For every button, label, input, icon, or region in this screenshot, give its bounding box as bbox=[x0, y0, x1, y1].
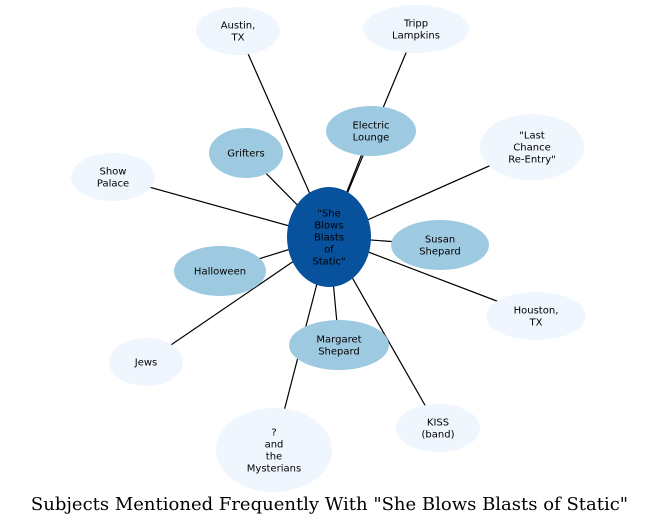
diagram-caption: Subjects Mentioned Frequently With "She … bbox=[30, 494, 629, 515]
node-ellipse-jews bbox=[109, 338, 183, 386]
node-ellipse-electric bbox=[326, 106, 416, 156]
node-label-houston: Houston, bbox=[514, 306, 559, 317]
node-label-center: Blasts bbox=[314, 233, 344, 244]
node-ellipse-susan bbox=[391, 220, 489, 270]
node-label-grifters: Grifters bbox=[227, 149, 264, 160]
node-label-susan: Shepard bbox=[419, 247, 461, 258]
node-label-halloween: Halloween bbox=[194, 267, 246, 278]
node-label-center: Static" bbox=[312, 257, 345, 268]
node-label-mysterians: ? bbox=[271, 428, 276, 439]
node-label-tripp: Lampkins bbox=[392, 31, 440, 42]
node-grifters: Grifters bbox=[209, 128, 283, 178]
node-label-austin: TX bbox=[231, 33, 245, 44]
node-label-center: of bbox=[324, 245, 334, 256]
node-ellipse-lastchance bbox=[480, 114, 584, 180]
node-label-kiss: KISS bbox=[427, 418, 449, 429]
node-ellipse-halloween bbox=[174, 246, 266, 296]
node-jews: Jews bbox=[109, 338, 183, 386]
node-ellipse-austin bbox=[196, 7, 280, 55]
node-ellipse-grifters bbox=[209, 128, 283, 178]
node-label-center: "She bbox=[317, 209, 340, 220]
node-label-showpalace: Palace bbox=[97, 179, 129, 190]
node-ellipse-tripp bbox=[363, 5, 469, 53]
node-layer: Austin,TXTrippLampkinsElectricLoungeGrif… bbox=[71, 5, 586, 492]
node-halloween: Halloween bbox=[174, 246, 266, 296]
node-label-jews: Jews bbox=[134, 358, 158, 369]
node-label-mysterians: Mysterians bbox=[247, 464, 301, 475]
node-label-mysterians: and bbox=[265, 440, 284, 451]
node-label-showpalace: Show bbox=[100, 167, 127, 178]
node-label-lastchance: "Last bbox=[519, 131, 545, 142]
node-ellipse-margaret bbox=[289, 320, 389, 370]
node-ellipse-kiss bbox=[396, 404, 480, 452]
node-label-kiss: (band) bbox=[422, 430, 455, 441]
node-label-electric: Electric bbox=[352, 121, 389, 132]
node-label-margaret: Margaret bbox=[316, 335, 361, 346]
node-label-susan: Susan bbox=[425, 235, 455, 246]
node-houston: Houston,TX bbox=[486, 292, 586, 340]
node-label-mysterians: the bbox=[266, 452, 282, 463]
node-label-austin: Austin, bbox=[221, 21, 256, 32]
node-label-electric: Lounge bbox=[353, 133, 390, 144]
node-ellipse-showpalace bbox=[71, 153, 155, 201]
node-label-lastchance: Re-Entry" bbox=[508, 155, 555, 166]
node-ellipse-center bbox=[287, 187, 371, 287]
node-austin: Austin,TX bbox=[196, 7, 280, 55]
node-label-center: Blows bbox=[314, 221, 343, 232]
node-label-lastchance: Chance bbox=[513, 143, 550, 154]
node-label-margaret: Shepard bbox=[318, 347, 360, 358]
node-ellipse-mysterians bbox=[216, 408, 332, 492]
node-label-houston: TX bbox=[529, 318, 543, 329]
node-kiss: KISS(band) bbox=[396, 404, 480, 452]
node-ellipse-houston bbox=[486, 292, 586, 340]
node-label-tripp: Tripp bbox=[403, 19, 428, 30]
